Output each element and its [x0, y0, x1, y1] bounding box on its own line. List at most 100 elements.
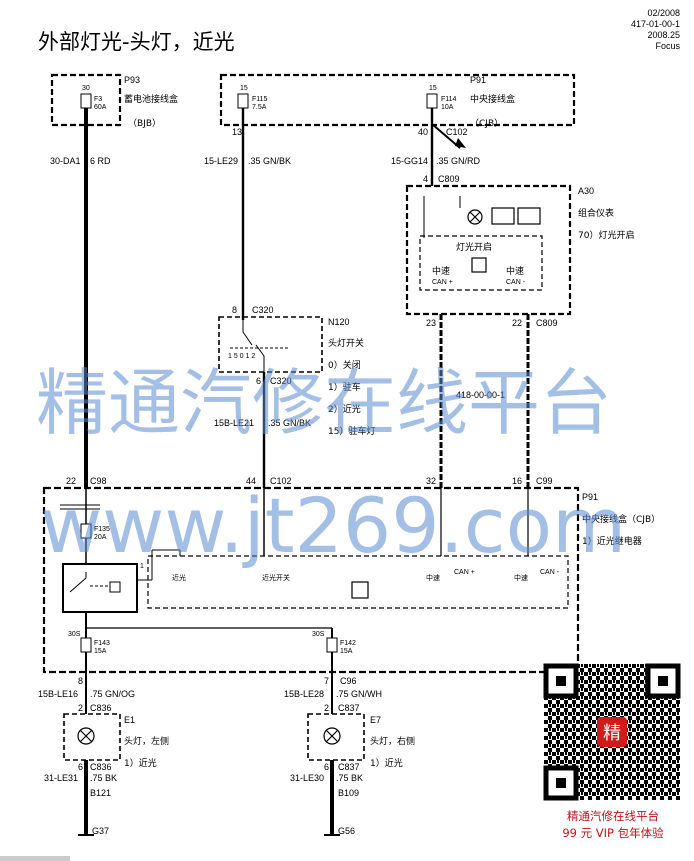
wire1-spec: 6 RD: [90, 156, 111, 166]
promo-text: 精通汽修在线平台 99 元 VIP 包年体验: [538, 808, 688, 842]
wire2-spec: .35 GN/BK: [248, 156, 291, 166]
e7-c837: C837: [338, 703, 360, 713]
n120-conn-top: C320: [252, 305, 274, 315]
e7-pin2: 2: [324, 703, 329, 713]
e1-pin6: 6: [78, 762, 83, 772]
e7-func: 1）近光: [370, 757, 403, 769]
p91b-c98: C98: [90, 476, 107, 486]
n120-opt-parklamp: 15）驻车灯: [328, 425, 375, 437]
p91-conn-c102: C102: [446, 127, 468, 137]
p91b-func: 1）近光继电器: [582, 535, 642, 547]
n120-opt-low: 2）近光: [328, 403, 361, 415]
f143-name: F143: [94, 640, 110, 647]
p93-pin: 30: [82, 85, 90, 92]
e7-c837b: C837: [338, 762, 360, 772]
p91b-pin16: 16: [512, 476, 522, 486]
e7-ground: G56: [338, 826, 355, 836]
p91b-pin8: 8: [78, 676, 83, 686]
p93-rating: 60A: [94, 104, 107, 111]
e7-box: [307, 713, 365, 761]
splice-arrow-icon: [455, 138, 466, 148]
lbl-mid1: 中速: [426, 573, 440, 582]
p91b-pin32: 32: [426, 476, 436, 486]
relay-pin: 1: [140, 563, 144, 570]
p91b-c99: C99: [536, 476, 553, 486]
p91-top-id: P91: [470, 75, 486, 85]
wire7-code: 31-LE31: [44, 773, 78, 783]
p91b-pin7: 7: [324, 676, 329, 686]
f115-name: F115: [252, 96, 268, 103]
wire2-code: 15-LE29: [204, 156, 238, 166]
n120-box: [218, 316, 323, 373]
qr-code: 精: [543, 663, 681, 801]
e1-c836: C836: [90, 703, 112, 713]
e7-id: E7: [370, 715, 381, 725]
wire7-spec: .75 BK: [90, 773, 117, 783]
net-label: 418-00-00-1: [456, 390, 505, 400]
wire3-spec: .35 GN/RD: [436, 156, 481, 166]
f114-rating: 10A: [441, 104, 454, 111]
f142-name: F142: [340, 640, 356, 647]
wire8-code: 31-LE30: [290, 773, 324, 783]
n120-opt-park: 1）驻车: [328, 381, 361, 393]
document-header: 02/2008 417-01-00-1 2008.25 Focus: [631, 8, 680, 52]
f142-rating: 15A: [340, 648, 353, 655]
a30-pin: 4: [423, 174, 428, 184]
wire8-spec: .75 BK: [336, 773, 363, 783]
n120-pin8: 8: [232, 305, 237, 315]
a30-mid2: 中速: [506, 265, 524, 277]
e1-ground: G37: [92, 826, 109, 836]
p91b-c102: C102: [270, 476, 292, 486]
wire5-code: 15B-LE16: [38, 689, 78, 699]
relay-box: [62, 563, 138, 613]
lbl-near-switch: 近光开关: [262, 573, 290, 582]
n120-switch-positions: 1 5 0 1 2: [228, 353, 255, 360]
e1-pin2: 2: [78, 703, 83, 713]
p93-box: [50, 73, 122, 127]
p30s-left: 30S: [68, 631, 81, 638]
a30-pin22: 22: [512, 318, 522, 328]
promo-line1: 精通汽修在线平台: [567, 809, 659, 823]
p91b-id: P91: [582, 492, 598, 502]
p91b-pin44: 44: [246, 476, 256, 486]
p91-bottom-box: [42, 486, 580, 674]
a30-canm: CAN -: [506, 279, 526, 286]
wire3-code: 15-GG14: [391, 156, 428, 166]
bottom-bar: [0, 856, 70, 861]
p91b-name: 中央接线盒（CJB）: [582, 513, 660, 525]
p30s-right: 30S: [312, 631, 325, 638]
wire6-spec: .75 GN/WH: [336, 689, 382, 699]
p91-pin13: 13: [232, 127, 242, 137]
header-section: 417-01-00-1: [630, 19, 680, 29]
a30-inner-box: [419, 235, 543, 291]
p93-name: 蓄电池接线盒: [124, 93, 178, 105]
e7-name: 头灯，右侧: [370, 735, 415, 747]
wire5-spec: .75 GN/OG: [90, 689, 135, 699]
diagram-title: 外部灯光-头灯，近光: [38, 30, 235, 54]
lbl-mid2: 中速: [514, 573, 528, 582]
f114-name: F114: [441, 96, 457, 103]
p91-top-abbr: （CJB）: [470, 118, 503, 129]
p91-top-name: 中央接线盒: [470, 93, 515, 105]
e7-pin6: 6: [324, 762, 329, 772]
p93-abbr: （BJB）: [128, 118, 161, 129]
p91b-c96: C96: [340, 676, 357, 686]
e1-box: [63, 713, 121, 761]
n120-conn-bot: C320: [270, 376, 292, 386]
watermark-line1: 精通汽修在线平台: [36, 361, 612, 445]
qr-badge: 精: [603, 723, 621, 744]
a30-func: 70）灯光开启: [578, 229, 634, 241]
p93-fuse: F3: [94, 96, 102, 103]
a30-conn: C809: [438, 174, 460, 184]
lbl-near: 近光: [172, 573, 186, 582]
e1-id: E1: [124, 715, 135, 725]
p91b-pin22: 22: [66, 476, 76, 486]
f114-pin: 15: [429, 85, 437, 92]
n120-pin6: 6: [256, 376, 261, 386]
lbl-canm: CAN -: [540, 569, 560, 576]
p91-top-box: [219, 73, 576, 127]
a30-name: 组合仪表: [578, 207, 614, 219]
a30-canp: CAN +: [432, 279, 453, 286]
a30-pin23: 23: [426, 318, 436, 328]
